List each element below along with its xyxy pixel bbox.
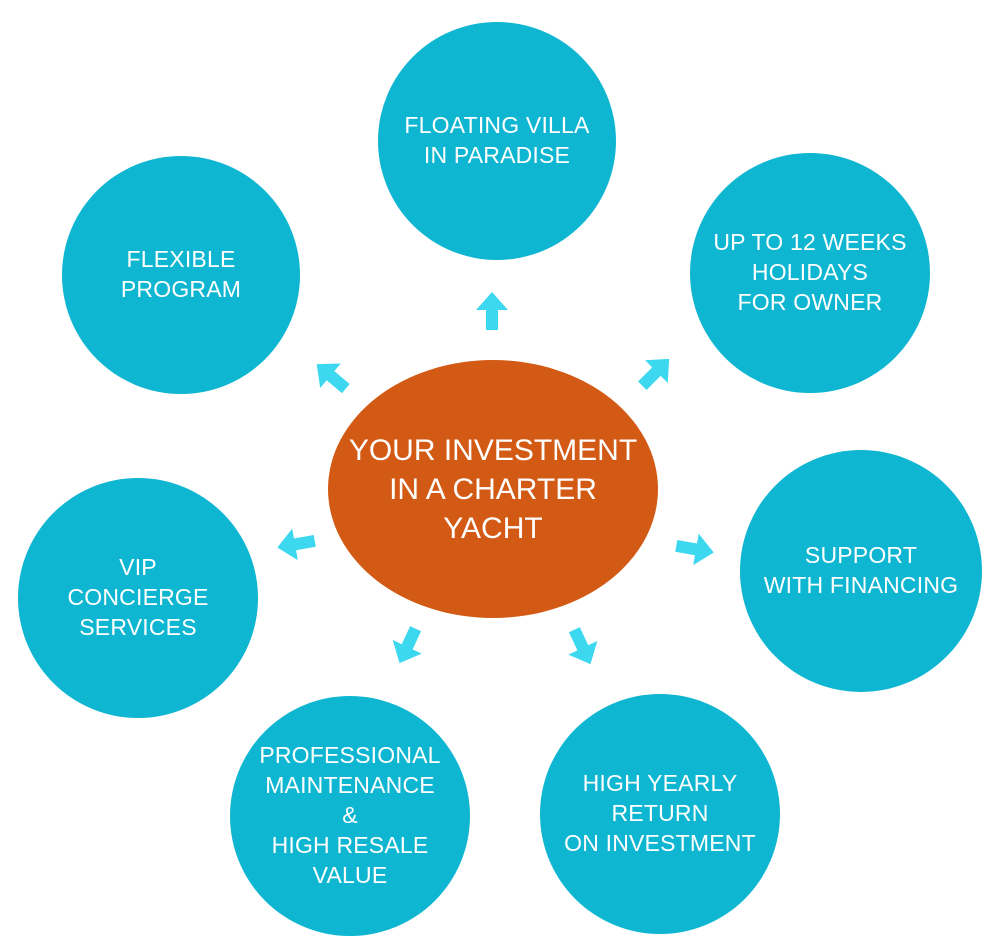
node-label-line: & [342,802,358,829]
node-label-line: HIGH RESALE [271,831,429,858]
node-label-line: PROGRAM [120,276,242,302]
arrow-down-left-icon [392,626,422,664]
node-financing: SUPPORT WITH FINANCING [740,450,982,692]
node-label-line: VALUE [312,861,388,888]
center-label-line: IN A CHARTER [389,472,597,506]
arrow-up-right-icon [638,358,670,390]
node-label-line: RETURN [611,800,709,827]
node-concierge: VIP CONCIERGE SERVICES [18,478,258,718]
node-label-line: HOLIDAYS [751,259,869,286]
node-label-line: FOR OWNER [737,288,883,315]
node-floating-villa: FLOATING VILLA IN PARADISE [378,22,616,260]
arrow-left-icon [277,528,316,561]
node-maintenance: PROFESSIONAL MAINTENANCE & HIGH RESALE V… [230,696,470,936]
center-label-line: YOUR INVESTMENT [348,433,638,467]
node-label-line: IN PARADISE [423,142,571,168]
arrow-down-right-icon [568,627,598,665]
node-label-line: MAINTENANCE [265,772,435,799]
center-label-line: YACHT [443,511,543,545]
node-label-line: FLEXIBLE [126,246,236,273]
node-label-line: SUPPORT [804,542,918,569]
node-holidays: UP TO 12 WEEKS HOLIDAYS FOR OWNER [690,153,930,393]
node-label-line: SERVICES [79,613,197,640]
center-node: YOUR INVESTMENT IN A CHARTER YACHT [328,360,658,618]
node-label-line: VIP [119,554,157,581]
arrow-right-icon [675,533,714,566]
node-label-line: FLOATING VILLA [404,112,590,139]
node-label-line: WITH FINANCING [763,572,959,598]
node-label-line: UP TO 12 WEEKS [713,229,907,256]
node-label-line: HIGH YEARLY [582,770,738,797]
node-label-line: PROFESSIONAL [259,742,441,769]
node-yearly-return: HIGH YEARLY RETURN ON INVESTMENT [540,694,780,934]
node-label-line: ON INVESTMENT [564,829,756,856]
node-flexible: FLEXIBLE PROGRAM [62,156,300,394]
node-label-line: CONCIERGE [67,584,209,611]
arrow-up-left-icon [316,363,350,394]
arrow-up-icon [476,292,508,330]
